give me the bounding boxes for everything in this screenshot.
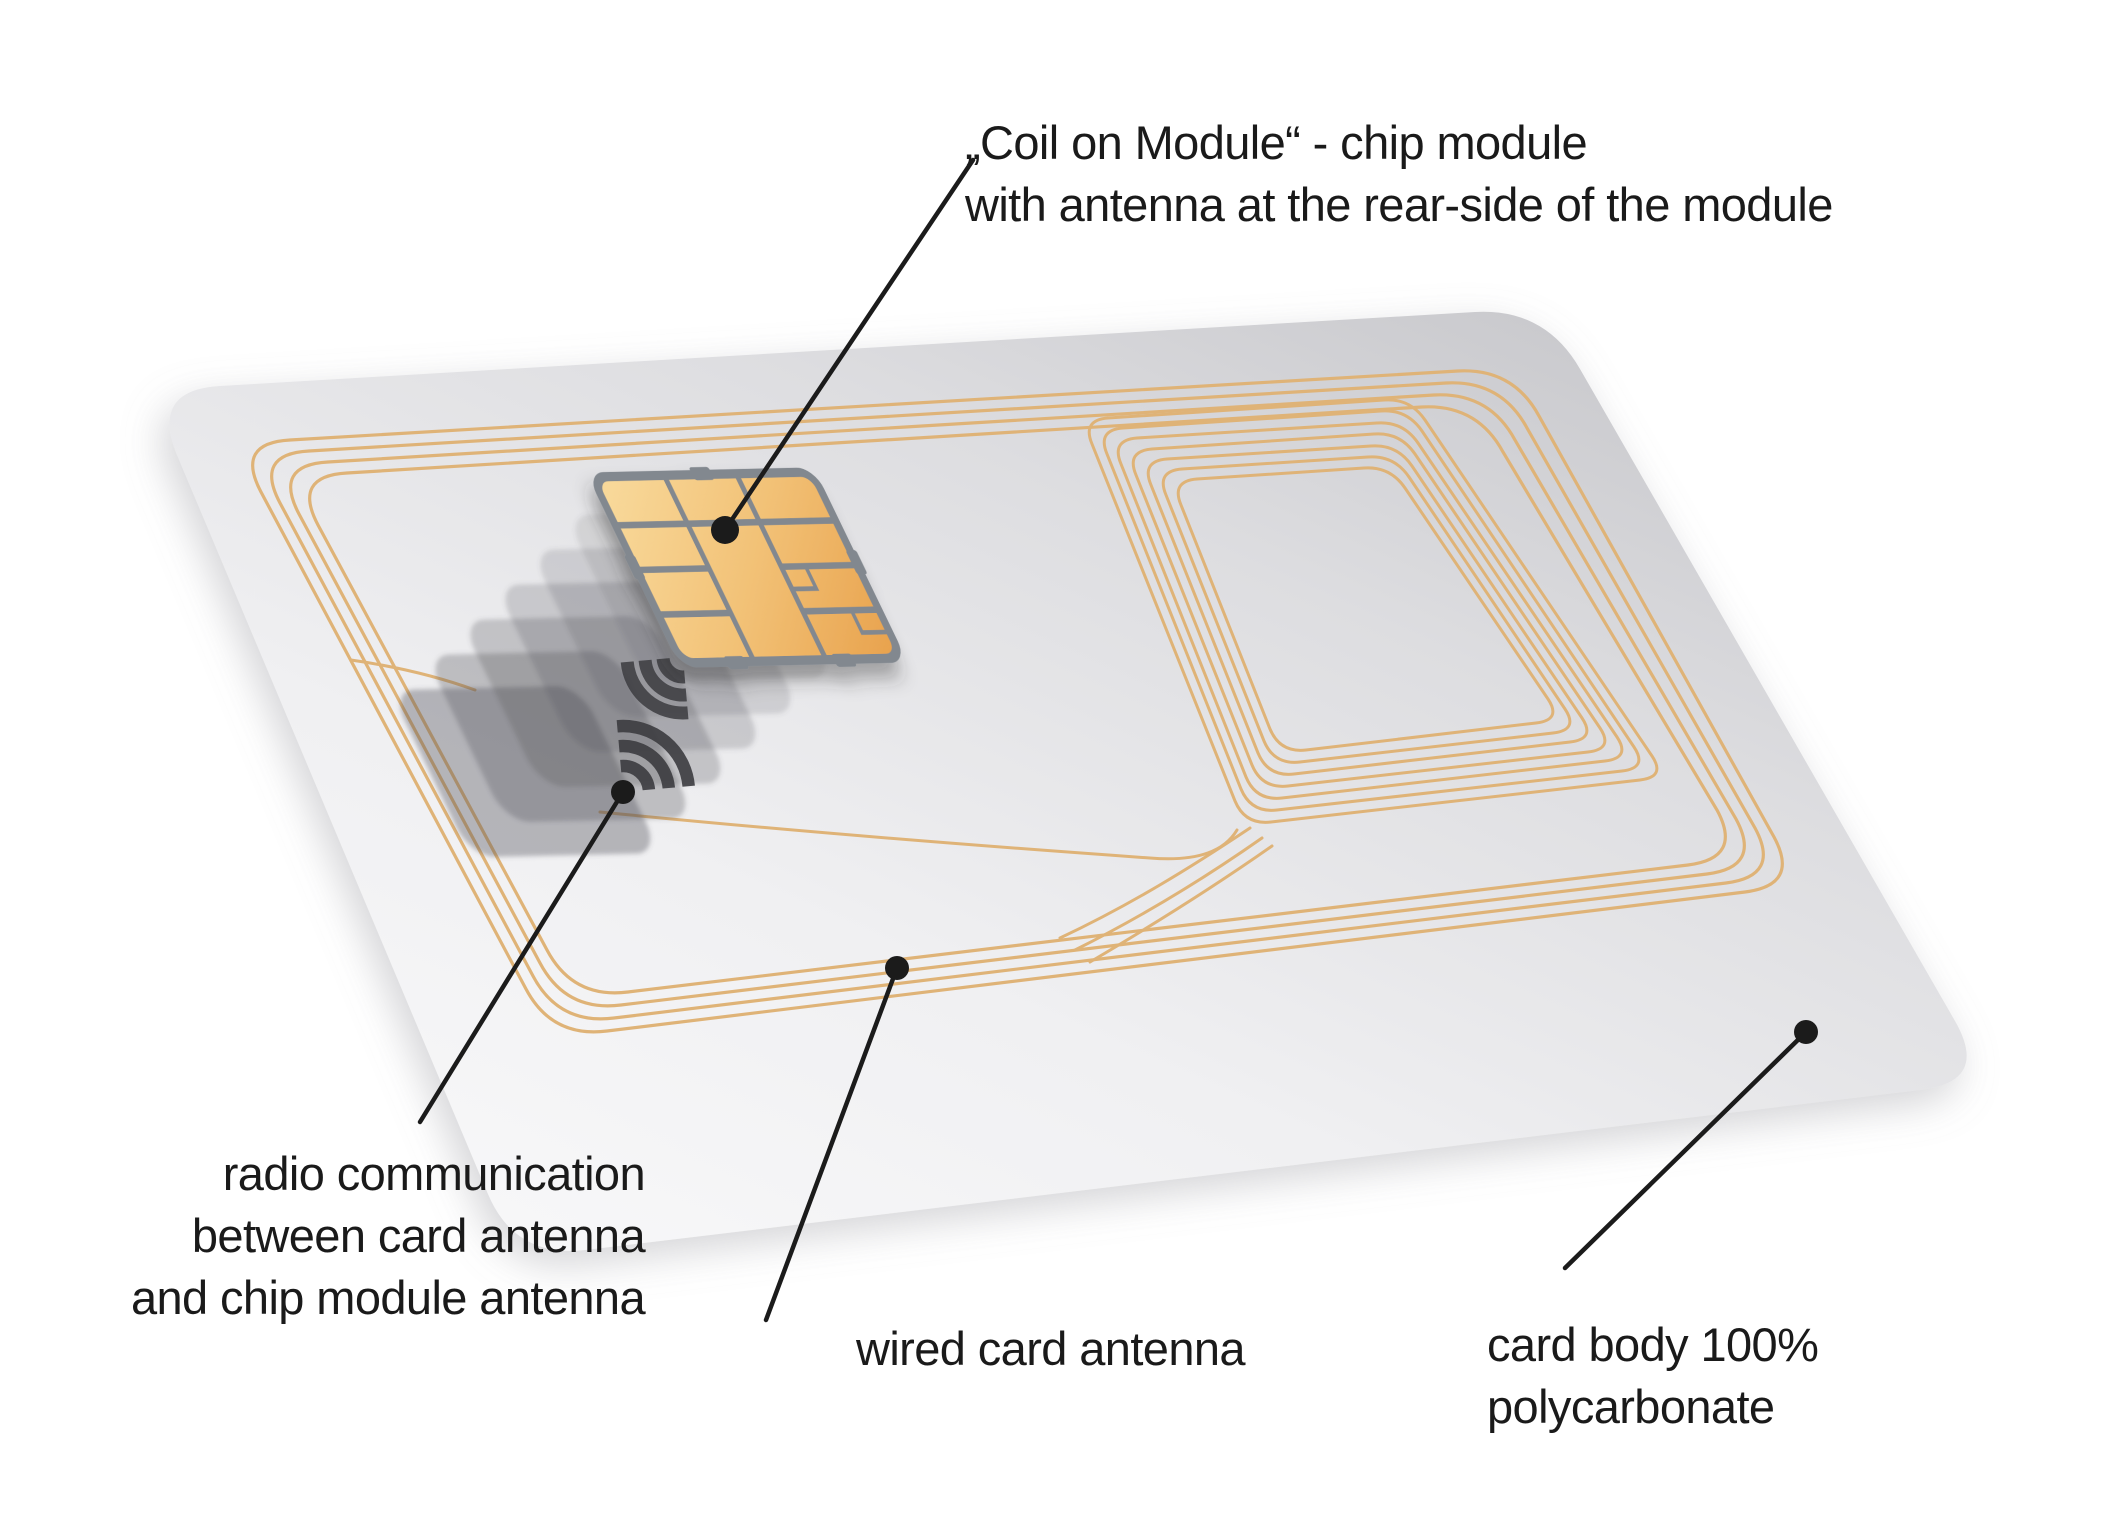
- label-radio-line2: between card antenna: [191, 1209, 646, 1262]
- callout-line-radio: [417, 789, 626, 1125]
- callout-line-card-body: [1562, 1029, 1809, 1271]
- radio-waves-icon: [620, 657, 689, 720]
- label-radio-line1: radio communication: [222, 1147, 646, 1200]
- wired-card-antenna-coil: [251, 369, 1784, 1034]
- callout-dot-chip-module: [711, 516, 739, 544]
- callout-line-wired-antenna: [763, 965, 900, 1323]
- callout-dot-radio: [611, 780, 635, 804]
- chip-edge-tabs: [624, 466, 867, 670]
- radio-waves-icon: [616, 719, 695, 791]
- callout-dot-wired-antenna: [885, 956, 909, 980]
- label-radio-line3: and chip module antenna: [130, 1271, 646, 1324]
- callout-line-chip-module: [722, 157, 976, 533]
- label-chip-module-line2: with antenna at the rear-side of the mod…: [965, 178, 1833, 231]
- callout-dots: [611, 516, 1818, 1044]
- callout-lines: [417, 157, 1809, 1323]
- callout-dot-card-body: [1794, 1020, 1818, 1044]
- label-wired-card-antenna: wired card antenna: [856, 1318, 1246, 1380]
- label-card-body: card body 100% polycarbonate: [1487, 1314, 1819, 1438]
- label-wired-line1: wired card antenna: [856, 1322, 1246, 1375]
- label-chip-module-line1: „Coil on Module“ - chip module: [965, 116, 1588, 169]
- label-chip-module: „Coil on Module“ - chip module with ante…: [965, 112, 1833, 236]
- label-card-body-line2: polycarbonate: [1487, 1380, 1775, 1433]
- label-radio-communication: radio communication between card antenna…: [80, 1143, 646, 1329]
- label-card-body-line1: card body 100%: [1487, 1318, 1819, 1371]
